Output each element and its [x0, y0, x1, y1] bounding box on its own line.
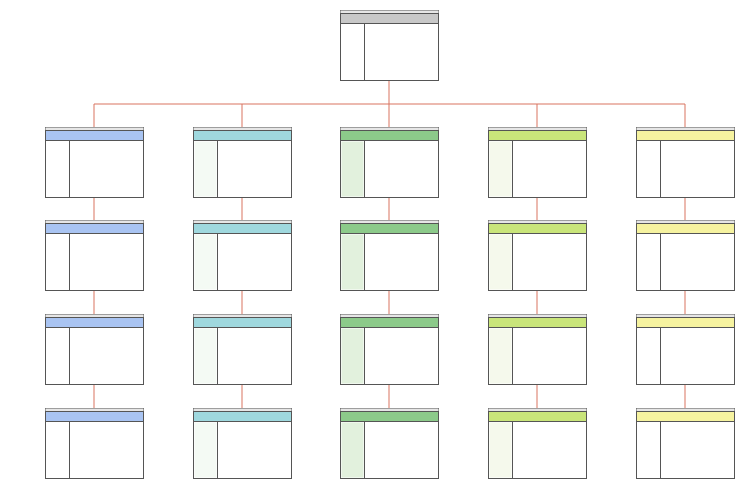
frame-header-bar	[488, 130, 587, 141]
frame-header-bar	[45, 130, 144, 141]
frame-top-stripe	[45, 127, 144, 131]
frame-header-bar	[45, 317, 144, 328]
frame-top-stripe	[45, 314, 144, 318]
page-frame-column-4-level-4	[488, 408, 587, 479]
page-frame-column-1-level-1	[45, 127, 144, 198]
frame-top-stripe	[488, 314, 587, 318]
page-frame-column-3-level-2	[340, 220, 439, 291]
frame-header-bar	[340, 223, 439, 234]
frame-header-bar	[488, 223, 587, 234]
frame-header-bar	[488, 411, 587, 422]
frame-sidebar	[637, 422, 660, 478]
frame-sidebar	[489, 422, 512, 478]
page-frame-column-2-level-1	[193, 127, 292, 198]
frame-sidebar	[637, 141, 660, 197]
frame-header-bar	[636, 411, 735, 422]
root-page-frame	[340, 10, 439, 81]
page-frame-column-5-level-3	[636, 314, 735, 385]
frame-sidebar	[194, 422, 217, 478]
frame-sidebar	[489, 328, 512, 384]
frame-header-bar	[340, 13, 439, 24]
frame-header-bar	[340, 317, 439, 328]
frame-top-stripe	[340, 10, 439, 14]
frame-top-stripe	[340, 220, 439, 224]
frame-sidebar	[341, 24, 364, 80]
frame-sidebar	[46, 141, 69, 197]
frame-top-stripe	[193, 127, 292, 131]
frame-top-stripe	[45, 220, 144, 224]
frame-header-bar	[45, 223, 144, 234]
frame-top-stripe	[340, 408, 439, 412]
frame-header-bar	[45, 411, 144, 422]
page-frame-column-2-level-2	[193, 220, 292, 291]
frame-sidebar	[341, 328, 364, 384]
page-frame-column-1-level-3	[45, 314, 144, 385]
page-frames	[45, 10, 735, 479]
frame-header-bar	[340, 130, 439, 141]
page-frame-column-3-level-3	[340, 314, 439, 385]
page-frame-column-5-level-4	[636, 408, 735, 479]
frame-top-stripe	[45, 408, 144, 412]
frame-sidebar	[46, 328, 69, 384]
frame-top-stripe	[488, 127, 587, 131]
frame-top-stripe	[340, 127, 439, 131]
frame-sidebar	[194, 234, 217, 290]
frame-top-stripe	[488, 220, 587, 224]
page-frame-column-5-level-1	[636, 127, 735, 198]
frame-header-bar	[636, 130, 735, 141]
frame-sidebar	[341, 234, 364, 290]
frame-sidebar	[489, 141, 512, 197]
frame-top-stripe	[636, 127, 735, 131]
frame-sidebar	[637, 328, 660, 384]
frame-top-stripe	[193, 314, 292, 318]
frame-header-bar	[340, 411, 439, 422]
page-frame-column-4-level-2	[488, 220, 587, 291]
page-frame-column-2-level-4	[193, 408, 292, 479]
frame-header-bar	[636, 223, 735, 234]
frame-sidebar	[489, 234, 512, 290]
frame-header-bar	[488, 317, 587, 328]
frame-sidebar	[46, 422, 69, 478]
frame-header-bar	[193, 130, 292, 141]
frame-header-bar	[193, 411, 292, 422]
frame-top-stripe	[636, 408, 735, 412]
frame-top-stripe	[636, 314, 735, 318]
page-frame-column-2-level-3	[193, 314, 292, 385]
page-frame-column-4-level-1	[488, 127, 587, 198]
frame-header-bar	[193, 317, 292, 328]
frame-top-stripe	[488, 408, 587, 412]
frame-sidebar	[341, 422, 364, 478]
page-frame-column-3-level-4	[340, 408, 439, 479]
frame-sidebar	[341, 141, 364, 197]
frame-sidebar	[194, 328, 217, 384]
frame-top-stripe	[340, 314, 439, 318]
frame-sidebar	[637, 234, 660, 290]
page-frame-column-4-level-3	[488, 314, 587, 385]
frame-top-stripe	[636, 220, 735, 224]
frame-sidebar	[46, 234, 69, 290]
connector-lines	[93, 80, 686, 408]
frame-top-stripe	[193, 220, 292, 224]
frame-top-stripe	[193, 408, 292, 412]
page-frame-column-1-level-2	[45, 220, 144, 291]
frame-sidebar	[194, 141, 217, 197]
frame-header-bar	[193, 223, 292, 234]
page-frame-column-3-level-1	[340, 127, 439, 198]
frame-header-bar	[636, 317, 735, 328]
page-frame-column-1-level-4	[45, 408, 144, 479]
page-frame-column-5-level-2	[636, 220, 735, 291]
